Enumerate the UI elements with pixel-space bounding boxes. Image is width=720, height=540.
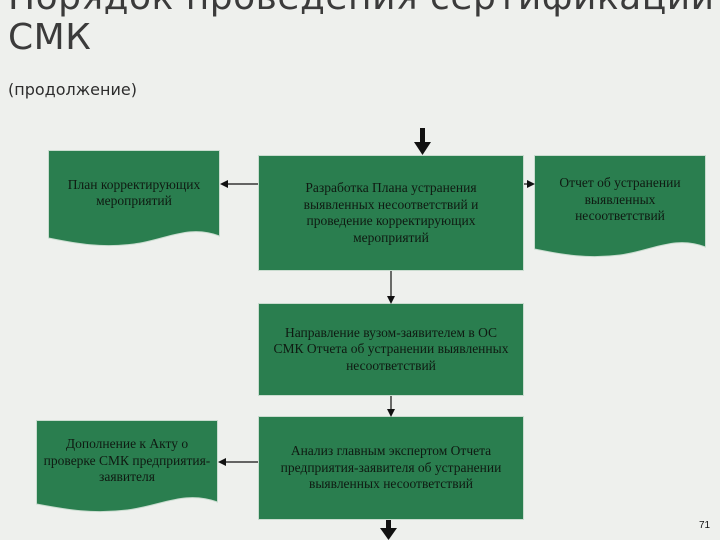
plan-document-node: План корректирующих мероприятий [48, 150, 220, 250]
document-shape [48, 150, 220, 247]
report-document-node: Отчет об устранении выявленных несоответ… [534, 155, 706, 263]
develop-plan-node: Разработка Плана устранения выявленных н… [258, 155, 524, 271]
analysis-label: Анализ главным экспертом Отчета предприя… [280, 443, 502, 492]
develop-plan-label: Разработка Плана устранения выявленных н… [303, 180, 479, 245]
send-report-node: Направление вузом-заявителем в ОС СМК От… [258, 303, 524, 396]
incoming-arrow [414, 128, 431, 155]
analysis-node: Анализ главным экспертом Отчета предприя… [258, 416, 524, 520]
report-document-label: Отчет об устранении выявленных несоответ… [559, 175, 681, 224]
plan-document-label: План корректирующих мероприятий [67, 176, 201, 209]
page-title: Порядок проведения сертификации СМК [8, 0, 714, 58]
document-shape [36, 420, 218, 513]
supplement-document-label: Дополнение к Акту о проверке СМК предпри… [43, 436, 211, 485]
page-number: 71 [699, 520, 711, 531]
document-shape [534, 155, 706, 258]
supplement-document-node: Дополнение к Акту о проверке СМК предпри… [36, 420, 218, 516]
outgoing-arrow [380, 520, 397, 540]
page-subtitle: (продолжение) [8, 80, 137, 99]
send-report-label: Направление вузом-заявителем в ОС СМК От… [273, 324, 509, 373]
